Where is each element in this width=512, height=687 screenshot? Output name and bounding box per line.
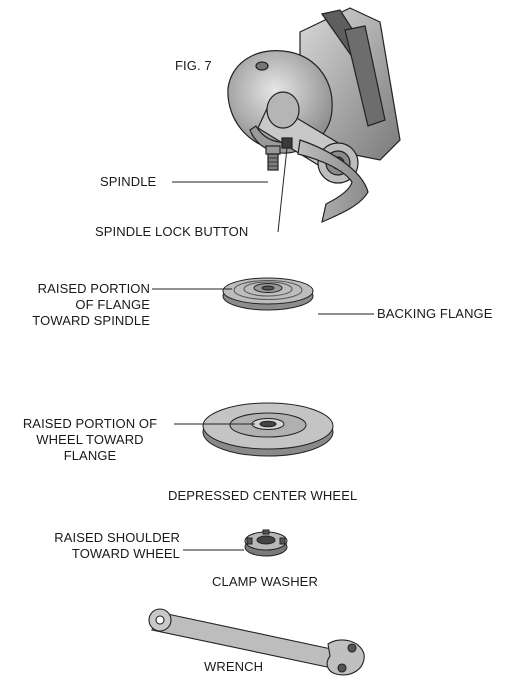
depressed-center-wheel-illustration xyxy=(203,403,333,456)
raised-portion-wheel-label: RAISED PORTION OF WHEEL TOWARD FLANGE xyxy=(6,416,174,464)
figure-label: FIG. 7 xyxy=(175,58,212,74)
backing-flange-label: BACKING FLANGE xyxy=(377,306,493,322)
depressed-center-wheel-label: DEPRESSED CENTER WHEEL xyxy=(168,488,357,504)
spindle-label: SPINDLE xyxy=(100,174,156,190)
clamp-washer-illustration xyxy=(245,530,287,556)
grinder-illustration xyxy=(228,8,400,222)
wrench-label: WRENCH xyxy=(204,659,263,675)
raised-shoulder-label: RAISED SHOULDER TOWARD WHEEL xyxy=(30,530,180,562)
spindle-lock-leader xyxy=(278,148,287,232)
backing-flange-illustration xyxy=(223,278,313,310)
spindle-lock-button-label: SPINDLE LOCK BUTTON xyxy=(95,224,248,240)
raised-portion-flange-label: RAISED PORTION OF FLANGE TOWARD SPINDLE xyxy=(10,281,150,329)
clamp-washer-label: CLAMP WASHER xyxy=(212,574,318,590)
